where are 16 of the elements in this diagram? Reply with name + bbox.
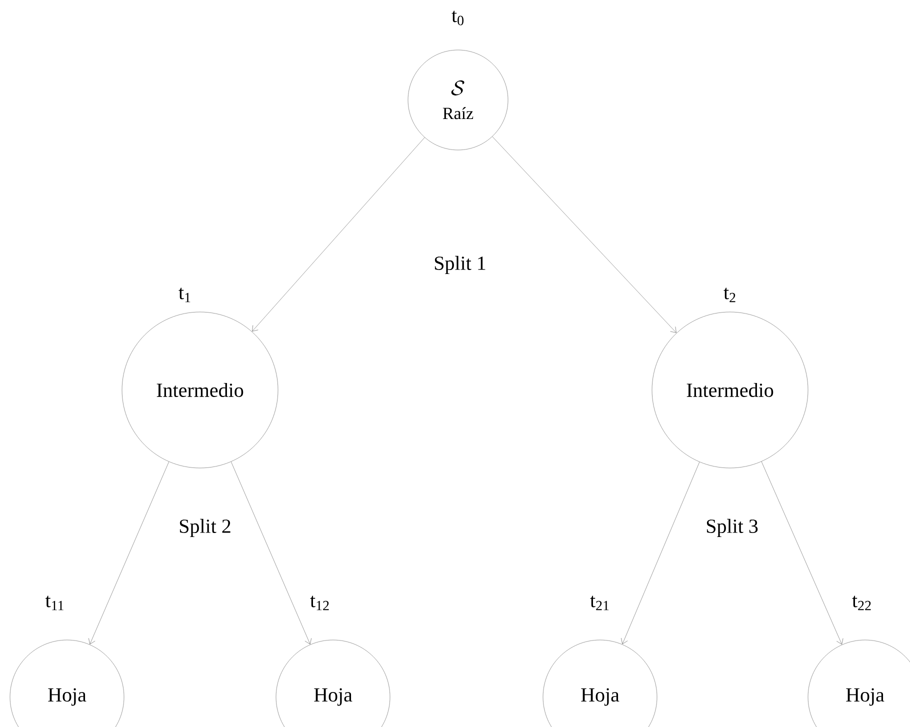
node-label: t$_{21}$ — [590, 596, 609, 610]
node-label: t$_{1}$ — [178, 288, 190, 302]
arrow — [230, 462, 312, 644]
arrow — [492, 136, 676, 333]
split-label: Split 2 — [180, 518, 230, 538]
node-label: t$_{11}$ — [45, 596, 64, 610]
arrow — [761, 461, 844, 645]
split-label: Split 3 — [706, 518, 758, 538]
arrow — [88, 462, 170, 644]
node-label: t$_{12}$ — [310, 596, 329, 610]
node-label: t$_{22}$ — [852, 596, 871, 610]
arrow — [252, 137, 425, 332]
node-label: t$_{0}$ — [452, 10, 464, 26]
arrow — [620, 462, 700, 644]
node-label: t$_{2}$ — [724, 288, 736, 302]
split-label: Split 1 — [434, 256, 486, 274]
